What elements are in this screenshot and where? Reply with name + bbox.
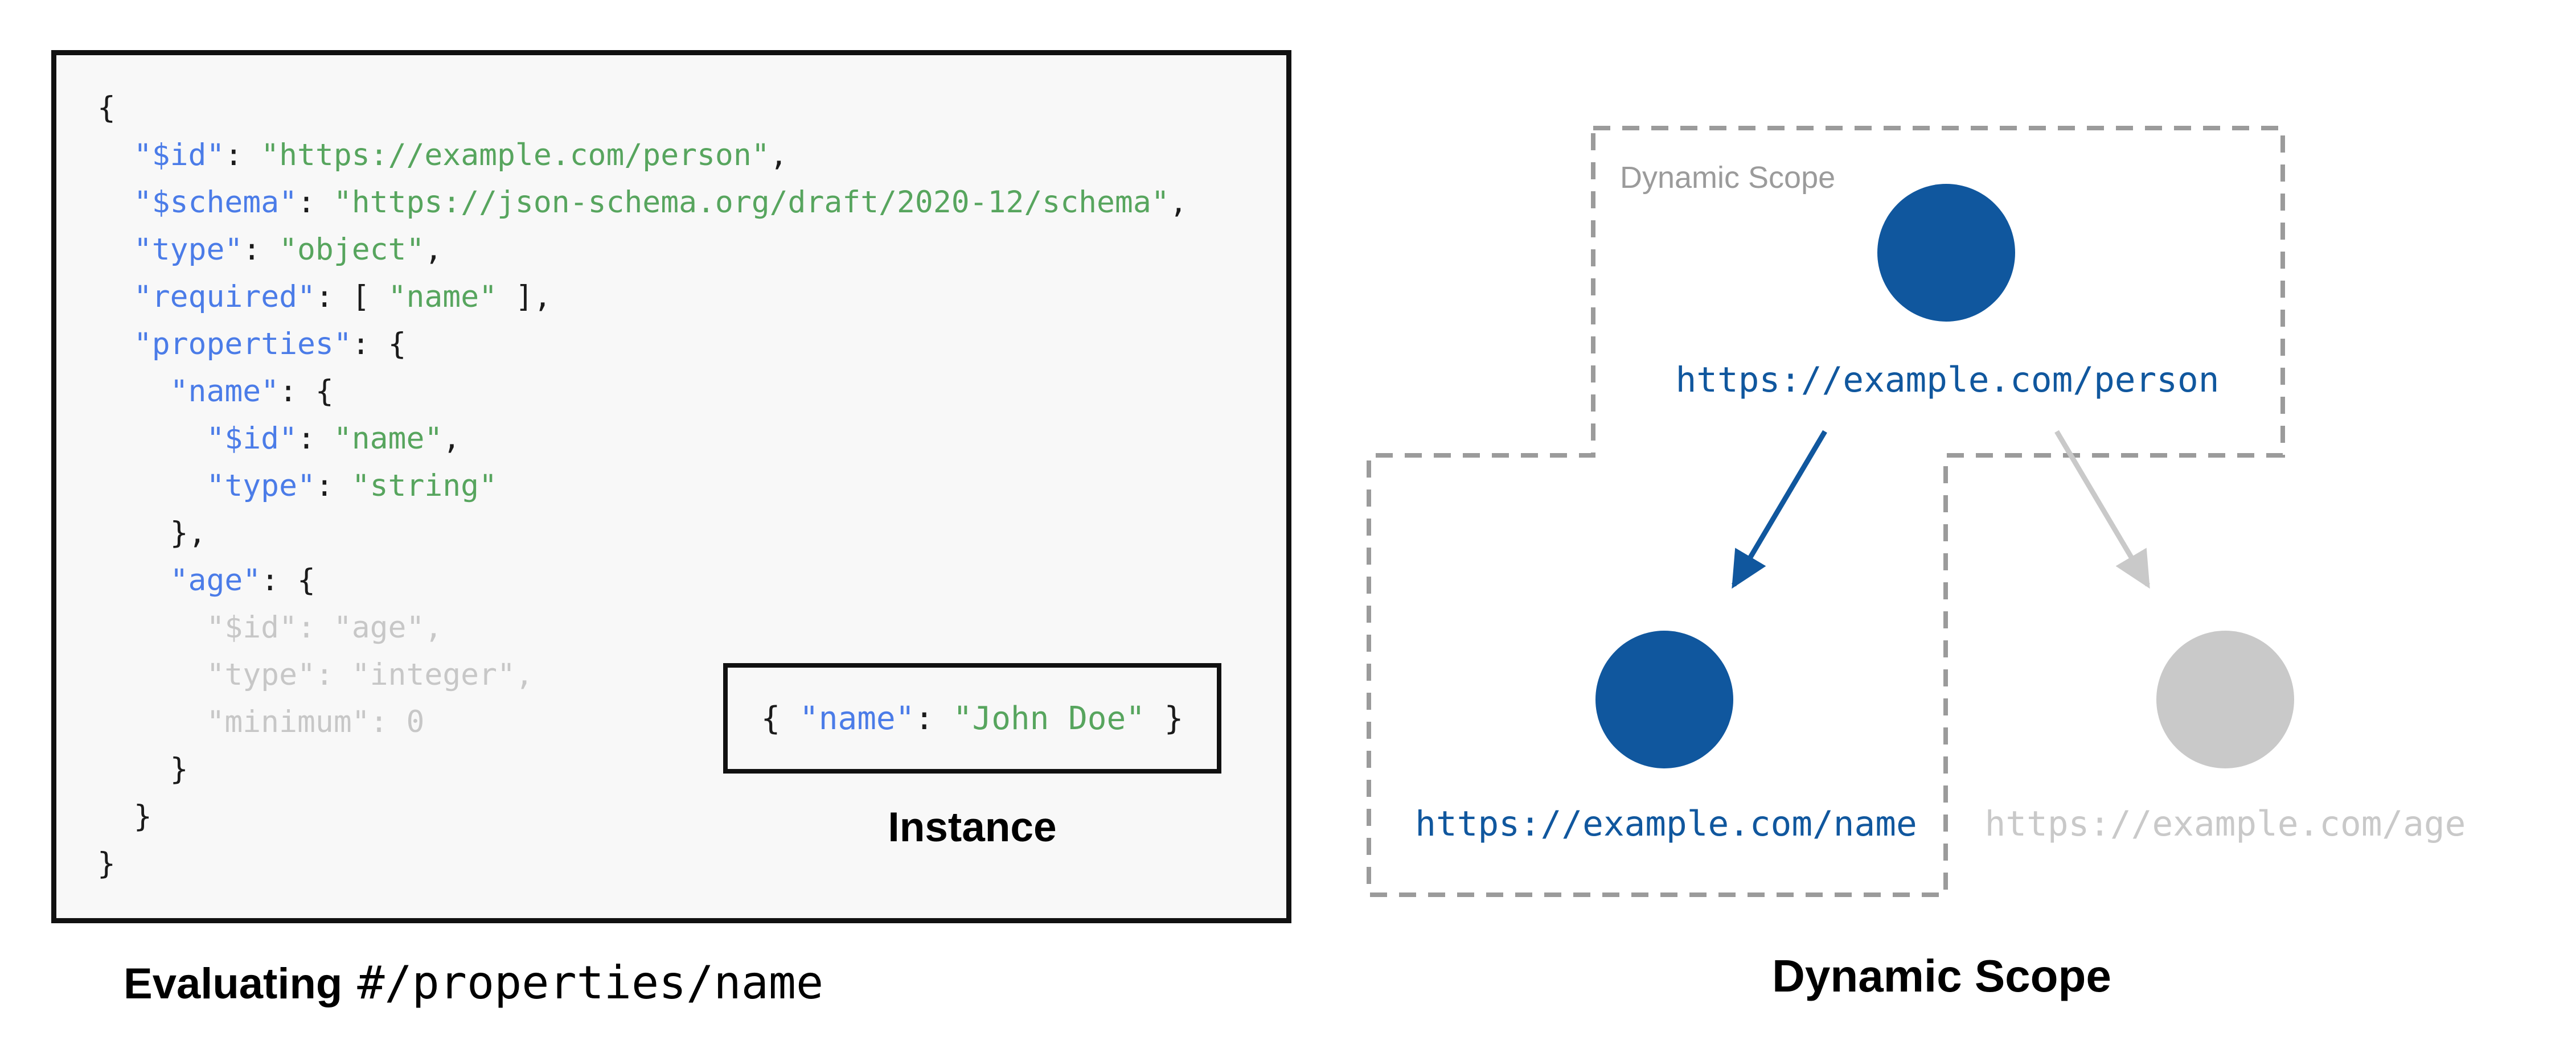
code-token: :	[243, 232, 280, 267]
code-line: "type": "integer",	[97, 651, 1188, 698]
evaluating-caption-pointer: #/properties/name	[357, 956, 824, 1009]
code-token: }	[97, 752, 188, 787]
age-node	[2156, 631, 2294, 768]
code-line: },	[97, 509, 1188, 557]
name-node	[1595, 631, 1733, 768]
dynamic-scope-caption: Dynamic Scope	[1772, 951, 2111, 1001]
code-token: {	[97, 91, 116, 125]
dynamic-scope-boundary	[1367, 126, 2285, 897]
code-line: }	[97, 793, 1188, 840]
person-node	[1877, 184, 2015, 322]
code-token: : {	[261, 563, 315, 598]
code-token: "name"	[799, 700, 915, 737]
code-token: ,	[442, 421, 461, 456]
code-line: }	[97, 746, 1188, 793]
code-token: "properties"	[133, 327, 352, 361]
instance-label: Instance	[888, 804, 1057, 850]
code-token: : {	[279, 374, 334, 409]
code-token: "$schema"	[133, 185, 298, 220]
code-token: }	[97, 846, 116, 881]
code-token: :	[315, 468, 352, 503]
code-token: "required"	[133, 279, 315, 314]
code-token: }	[1145, 700, 1184, 737]
code-line: "required": [ "name" ],	[97, 273, 1188, 320]
evaluating-caption-bold: Evaluating	[124, 960, 343, 1008]
code-token: : [	[315, 279, 388, 314]
code-token: : {	[351, 327, 407, 361]
code-token: :	[224, 138, 261, 172]
code-line: }	[97, 840, 1188, 887]
code-line: "type": "string"	[97, 462, 1188, 509]
code-token: :	[297, 185, 334, 220]
code-line: "$schema": "https://json-schema.org/draf…	[97, 179, 1188, 226]
code-line: "minimum": 0	[97, 698, 1188, 746]
schema-code: { "$id": "https://example.com/person", "…	[97, 84, 1188, 887]
arrow-person-to-name	[1732, 430, 1827, 589]
code-token: "name"	[170, 374, 280, 409]
code-token: "age"	[170, 563, 261, 598]
code-token: "type": "integer",	[97, 657, 534, 692]
arrow-person-to-age	[2054, 430, 2150, 589]
instance-code: { "name": "John Doe" }	[761, 700, 1184, 737]
code-token: }	[97, 799, 152, 834]
code-token: "https://example.com/person"	[261, 138, 770, 172]
code-token: "type"	[206, 468, 315, 503]
code-token: "https://json-schema.org/draft/2020-12/s…	[333, 185, 1170, 220]
code-token: "minimum": 0	[97, 705, 425, 739]
code-line: "$id": "https://example.com/person",	[97, 131, 1188, 179]
code-line: "name": {	[97, 368, 1188, 415]
instance-box: { "name": "John Doe" }	[723, 663, 1221, 774]
code-line: "properties": {	[97, 320, 1188, 368]
code-token: ],	[497, 279, 552, 314]
code-line: {	[97, 84, 1188, 131]
code-line: "$id": "name",	[97, 415, 1188, 462]
dynamic-scope-inline-label: Dynamic Scope	[1620, 161, 1835, 195]
code-line: "age": {	[97, 557, 1188, 604]
code-token: :	[297, 421, 334, 456]
person-node-url: https://example.com/person	[1676, 360, 2220, 400]
schema-code-panel: { "$id": "https://example.com/person", "…	[51, 50, 1291, 923]
code-token: ,	[424, 232, 443, 267]
code-line: "type": "object",	[97, 226, 1188, 273]
code-token: :	[914, 700, 953, 737]
code-token: "type"	[133, 232, 243, 267]
code-token: ,	[1169, 185, 1188, 220]
code-token: },	[97, 516, 207, 550]
age-node-url: https://example.com/age	[1985, 804, 2466, 844]
code-token: {	[761, 700, 800, 737]
code-token: "$id": "age",	[97, 610, 443, 645]
code-token: "$id"	[206, 421, 297, 456]
code-token: "object"	[279, 232, 425, 267]
evaluating-caption: Evaluating #/properties/name	[124, 952, 823, 1014]
code-token: "name"	[388, 279, 498, 314]
code-token: "name"	[333, 421, 443, 456]
code-line: "$id": "age",	[97, 604, 1188, 651]
code-token: ,	[769, 138, 788, 172]
code-token: "string"	[351, 468, 498, 503]
code-token: "John Doe"	[953, 700, 1145, 737]
name-node-url: https://example.com/name	[1415, 804, 1917, 844]
code-token: "$id"	[133, 138, 225, 172]
